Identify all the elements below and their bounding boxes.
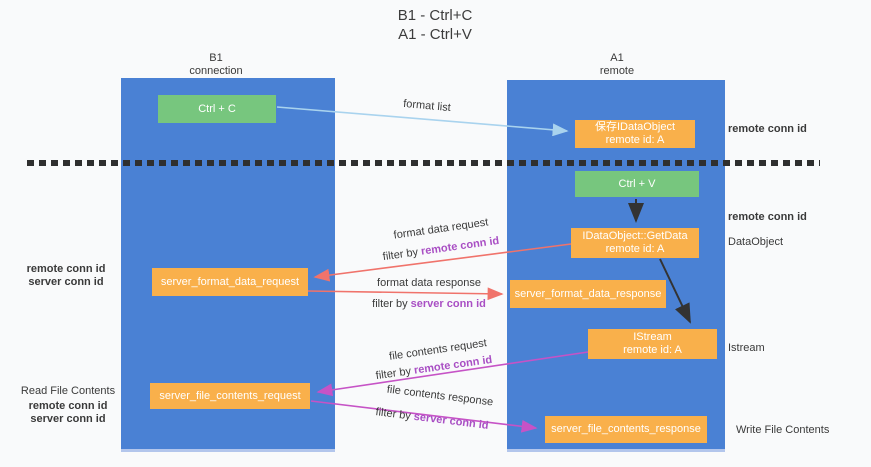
filter-key-remote-conn-id: remote conn id — [420, 234, 500, 258]
diagram-title: B1 - Ctrl+C A1 - Ctrl+V — [330, 6, 540, 44]
right-lane-header: A1 remote — [557, 52, 677, 78]
ctrl-c-label: Ctrl + C — [198, 102, 236, 115]
remote-conn-id-annotation-left-bottom: remote conn id — [28, 400, 108, 412]
left-conn-id-group-top: remote conn id server conn id — [20, 263, 112, 289]
istream-line1: IStream — [633, 331, 672, 343]
istream-node: IStream remote id: A — [588, 329, 717, 359]
remote-conn-id-annotation-mid: remote conn id — [728, 211, 807, 223]
file-contents-response-label: file contents response — [386, 383, 494, 409]
right-lane-role: remote — [599, 65, 635, 77]
filter-prefix: filter by — [375, 364, 415, 383]
server-file-contents-request-label: server_file_contents_request — [159, 389, 301, 402]
server-file-contents-response-label: server_file_contents_response — [551, 423, 701, 435]
dataobject-annotation: DataObject — [728, 236, 784, 248]
left-lane-header: B1 connection — [156, 52, 276, 78]
server-format-data-request-label: server_format_data_request — [160, 275, 300, 288]
server-format-data-response-label: server_format_data_response — [514, 287, 662, 300]
remote-conn-id-annotation-top: remote conn id — [728, 123, 807, 135]
file-contents-response-filter: filter by server conn id — [375, 406, 489, 432]
save-dataobject-line2: remote id: A — [605, 134, 665, 146]
filter-prefix: filter by — [372, 298, 411, 310]
format-data-response-arrow — [307, 287, 504, 301]
remote-conn-id-annotation-left: remote conn id — [26, 263, 106, 275]
left-lane-name: B1 — [209, 52, 223, 64]
save-dataobject-node: 保存IDataObject remote id: A — [575, 120, 695, 148]
istream-line2: remote id: A — [623, 344, 682, 356]
server-format-data-response-node: server_format_data_response — [510, 280, 666, 308]
format-data-response-filter: filter by server conn id — [372, 298, 486, 310]
filter-key-server-conn-id: server conn id — [413, 410, 490, 432]
getdata-line1: IDataObject::GetData — [582, 230, 688, 242]
istream-annotation: Istream — [728, 342, 765, 354]
server-format-data-request-node: server_format_data_request — [152, 268, 308, 296]
ctrl-v-label: Ctrl + V — [618, 177, 656, 190]
right-lane-name: A1 — [610, 52, 624, 64]
server-conn-id-annotation-left: server conn id — [28, 276, 104, 288]
ctrl-v-node: Ctrl + V — [575, 171, 699, 197]
left-lane-role: connection — [189, 65, 243, 77]
title-line-2: A1 - Ctrl+V — [398, 26, 472, 43]
filter-key-server-conn-id: server conn id — [410, 298, 486, 310]
title-line-1: B1 - Ctrl+C — [397, 7, 473, 24]
save-dataobject-line1: 保存IDataObject — [594, 121, 676, 133]
getdata-line2: remote id: A — [605, 243, 665, 255]
left-conn-id-group-bottom: remote conn id server conn id — [20, 400, 116, 426]
format-data-response-label: format data response — [377, 277, 481, 289]
read-file-contents-annotation: Read File Contents — [20, 385, 116, 397]
write-file-contents-annotation: Write File Contents — [736, 424, 830, 436]
filter-prefix: filter by — [382, 245, 422, 264]
format-list-label: format list — [402, 97, 452, 115]
ctrl-c-node: Ctrl + C — [158, 95, 276, 123]
getdata-node: IDataObject::GetData remote id: A — [571, 228, 699, 258]
server-file-contents-request-node: server_file_contents_request — [150, 383, 310, 409]
server-file-contents-response-node: server_file_contents_response — [545, 416, 707, 443]
server-conn-id-annotation-left-bottom: server conn id — [30, 413, 106, 425]
filter-prefix: filter by — [374, 406, 415, 423]
